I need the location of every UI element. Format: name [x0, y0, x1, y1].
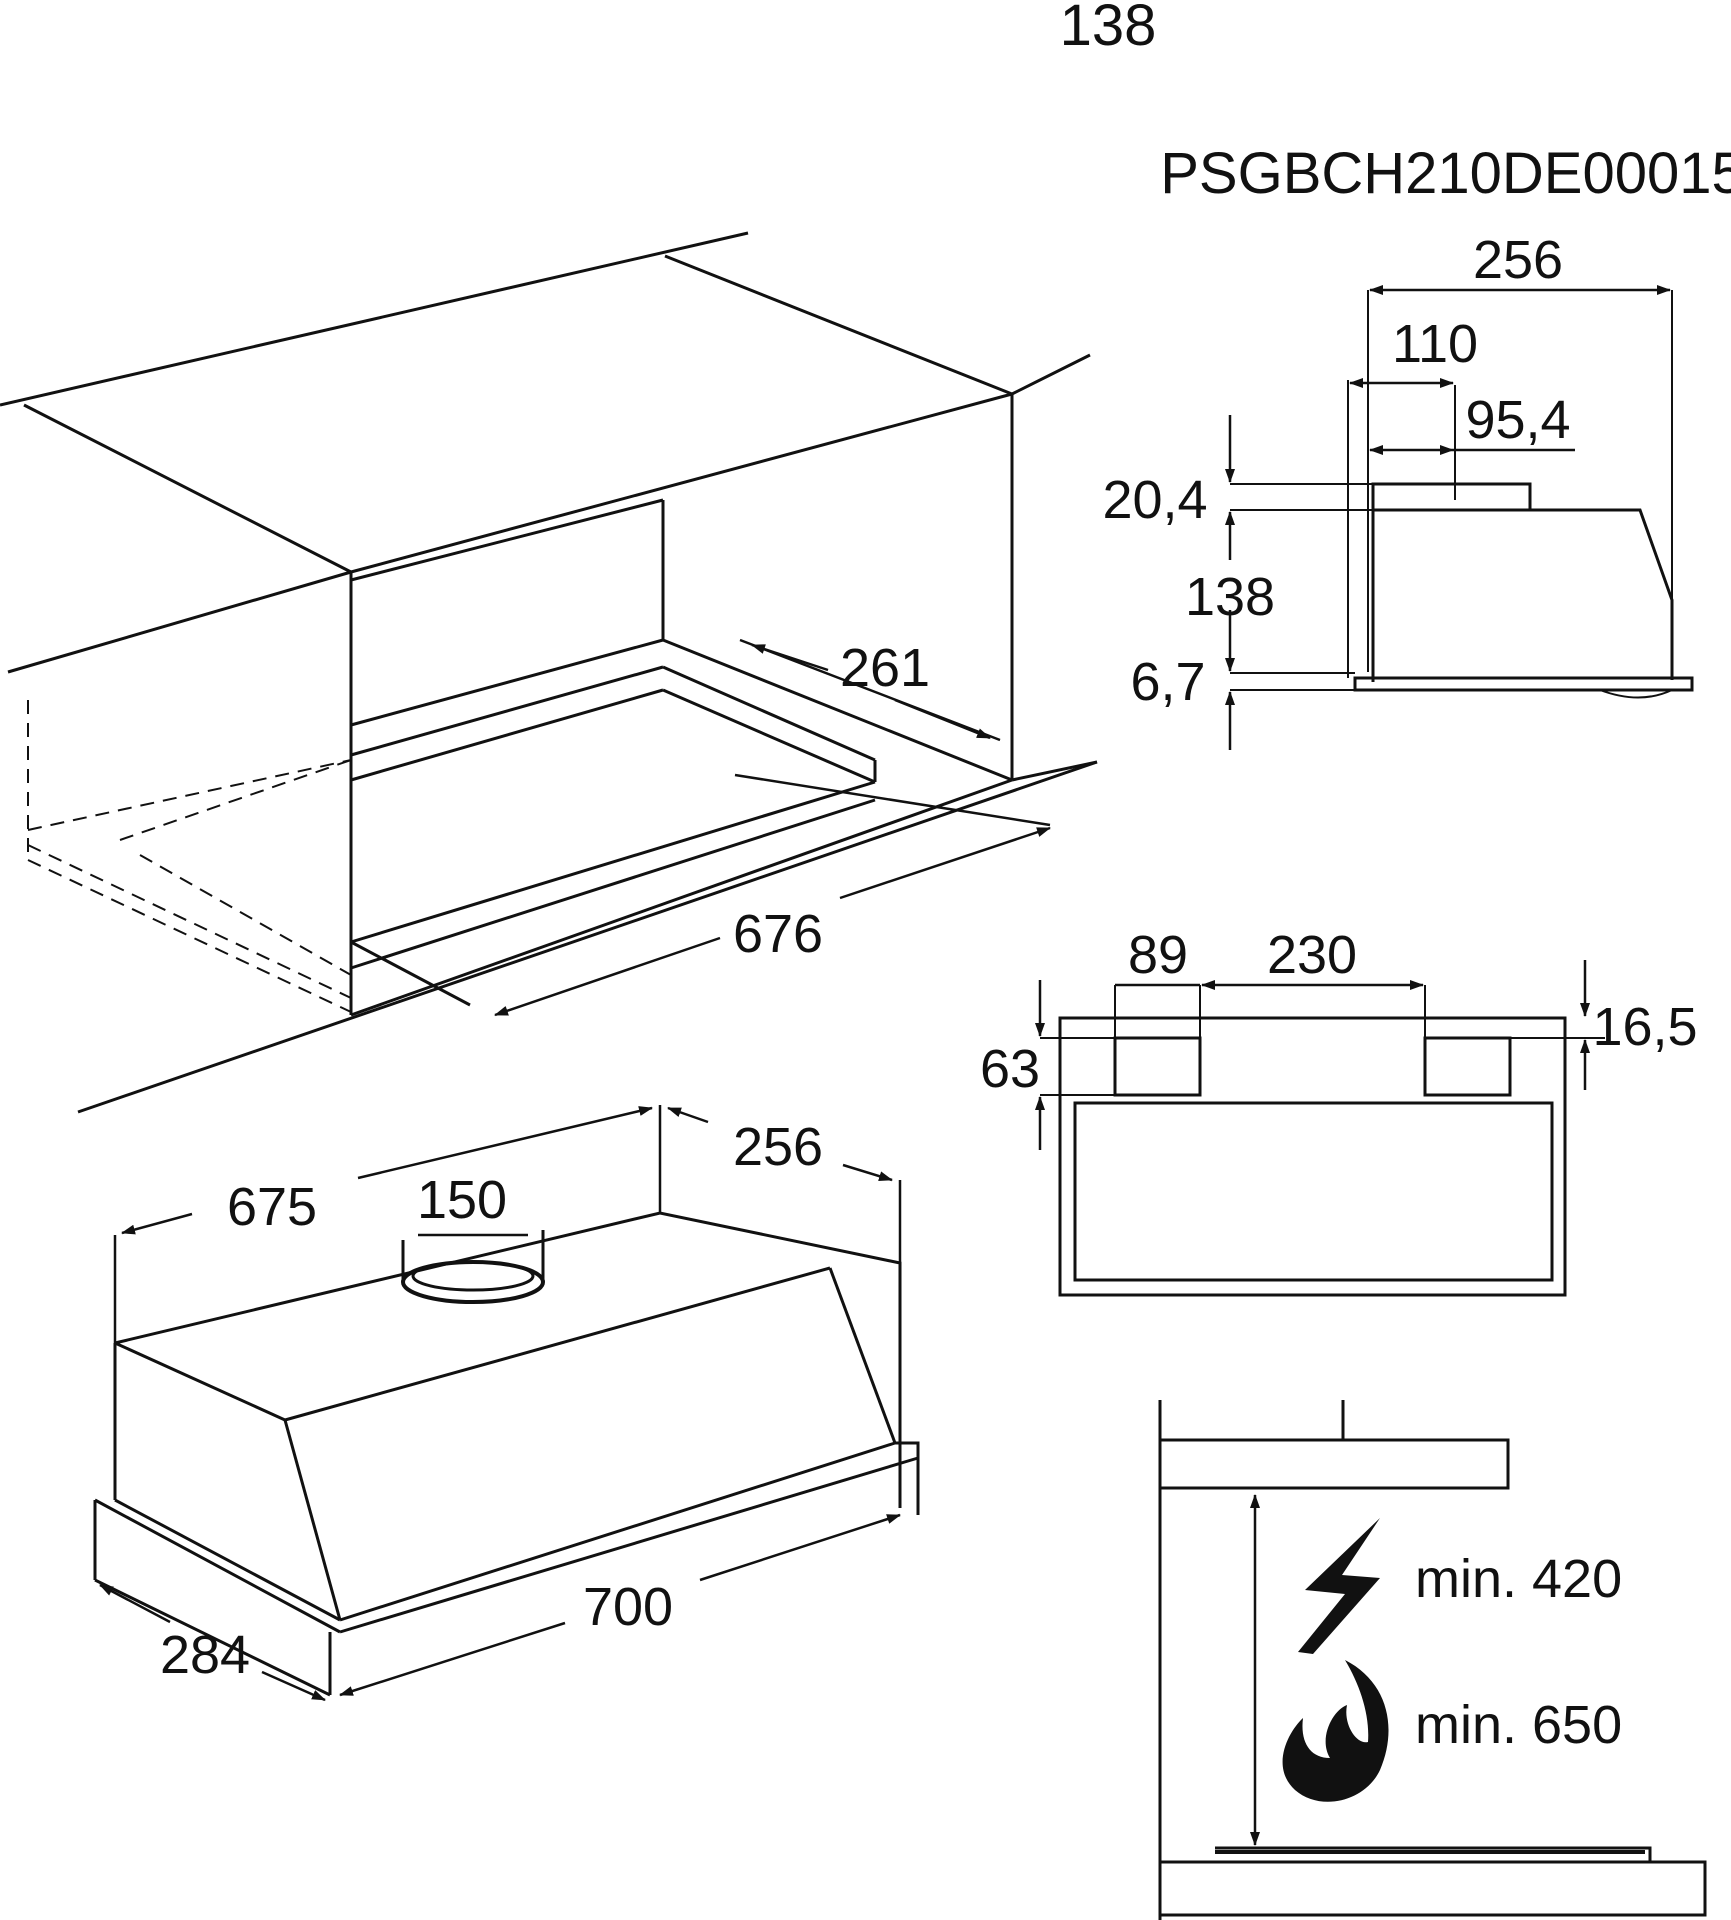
mount-spacing-label: 230	[1267, 925, 1357, 985]
cabinet-drawing	[0, 231, 1098, 1114]
cabinet-width-dimension: 676	[494, 773, 1051, 1017]
side-view-dimensions: 256 110 95,4 20,4 138 6,7	[1102, 230, 1671, 750]
hood-front-width-label: 700	[583, 1577, 673, 1637]
side-view-drawing	[1230, 290, 1694, 699]
side-depth-label: 256	[1473, 230, 1563, 290]
cabinet-width-label: 676	[733, 904, 823, 964]
outlet-offset-label: 110	[1392, 314, 1478, 374]
outlet-height-label: 20,4	[1102, 470, 1207, 530]
top-height-label: 16,5	[1592, 997, 1697, 1057]
top-view-drawing	[1040, 985, 1605, 1297]
cabinet-depth-dimension: 261	[739, 638, 1001, 742]
side-offset-label: 89	[1128, 925, 1188, 985]
cabinet-depth-label: 261	[840, 638, 930, 698]
hood-depth-label: 256	[733, 1117, 823, 1177]
lightning-bolt-icon	[1298, 1518, 1380, 1654]
gas-clearance-label: min. 650	[1415, 1695, 1622, 1755]
hood-front-depth-label: 284	[160, 1625, 250, 1685]
clearance-drawing	[1158, 1400, 1707, 1920]
body-height-label: 138	[1185, 567, 1275, 627]
page-number: 138	[1060, 0, 1157, 58]
base-height-label: 6,7	[1130, 652, 1205, 712]
top-depth-label: 63	[980, 1039, 1040, 1099]
outlet-diameter-label: 150	[417, 1170, 507, 1230]
hood-dimensions: 675 256 150 700 284	[99, 1105, 902, 1702]
model-code: PSGBCH210DE00015	[1160, 141, 1731, 206]
hood-drawing	[93, 1211, 920, 1697]
electric-clearance-label: min. 420	[1415, 1549, 1622, 1609]
hood-length-label: 675	[227, 1177, 317, 1237]
top-view-dimensions: 89 230 63 16,5	[980, 925, 1698, 1150]
outlet-diameter-side-label: 95,4	[1465, 390, 1570, 450]
flame-icon	[1282, 1660, 1389, 1802]
